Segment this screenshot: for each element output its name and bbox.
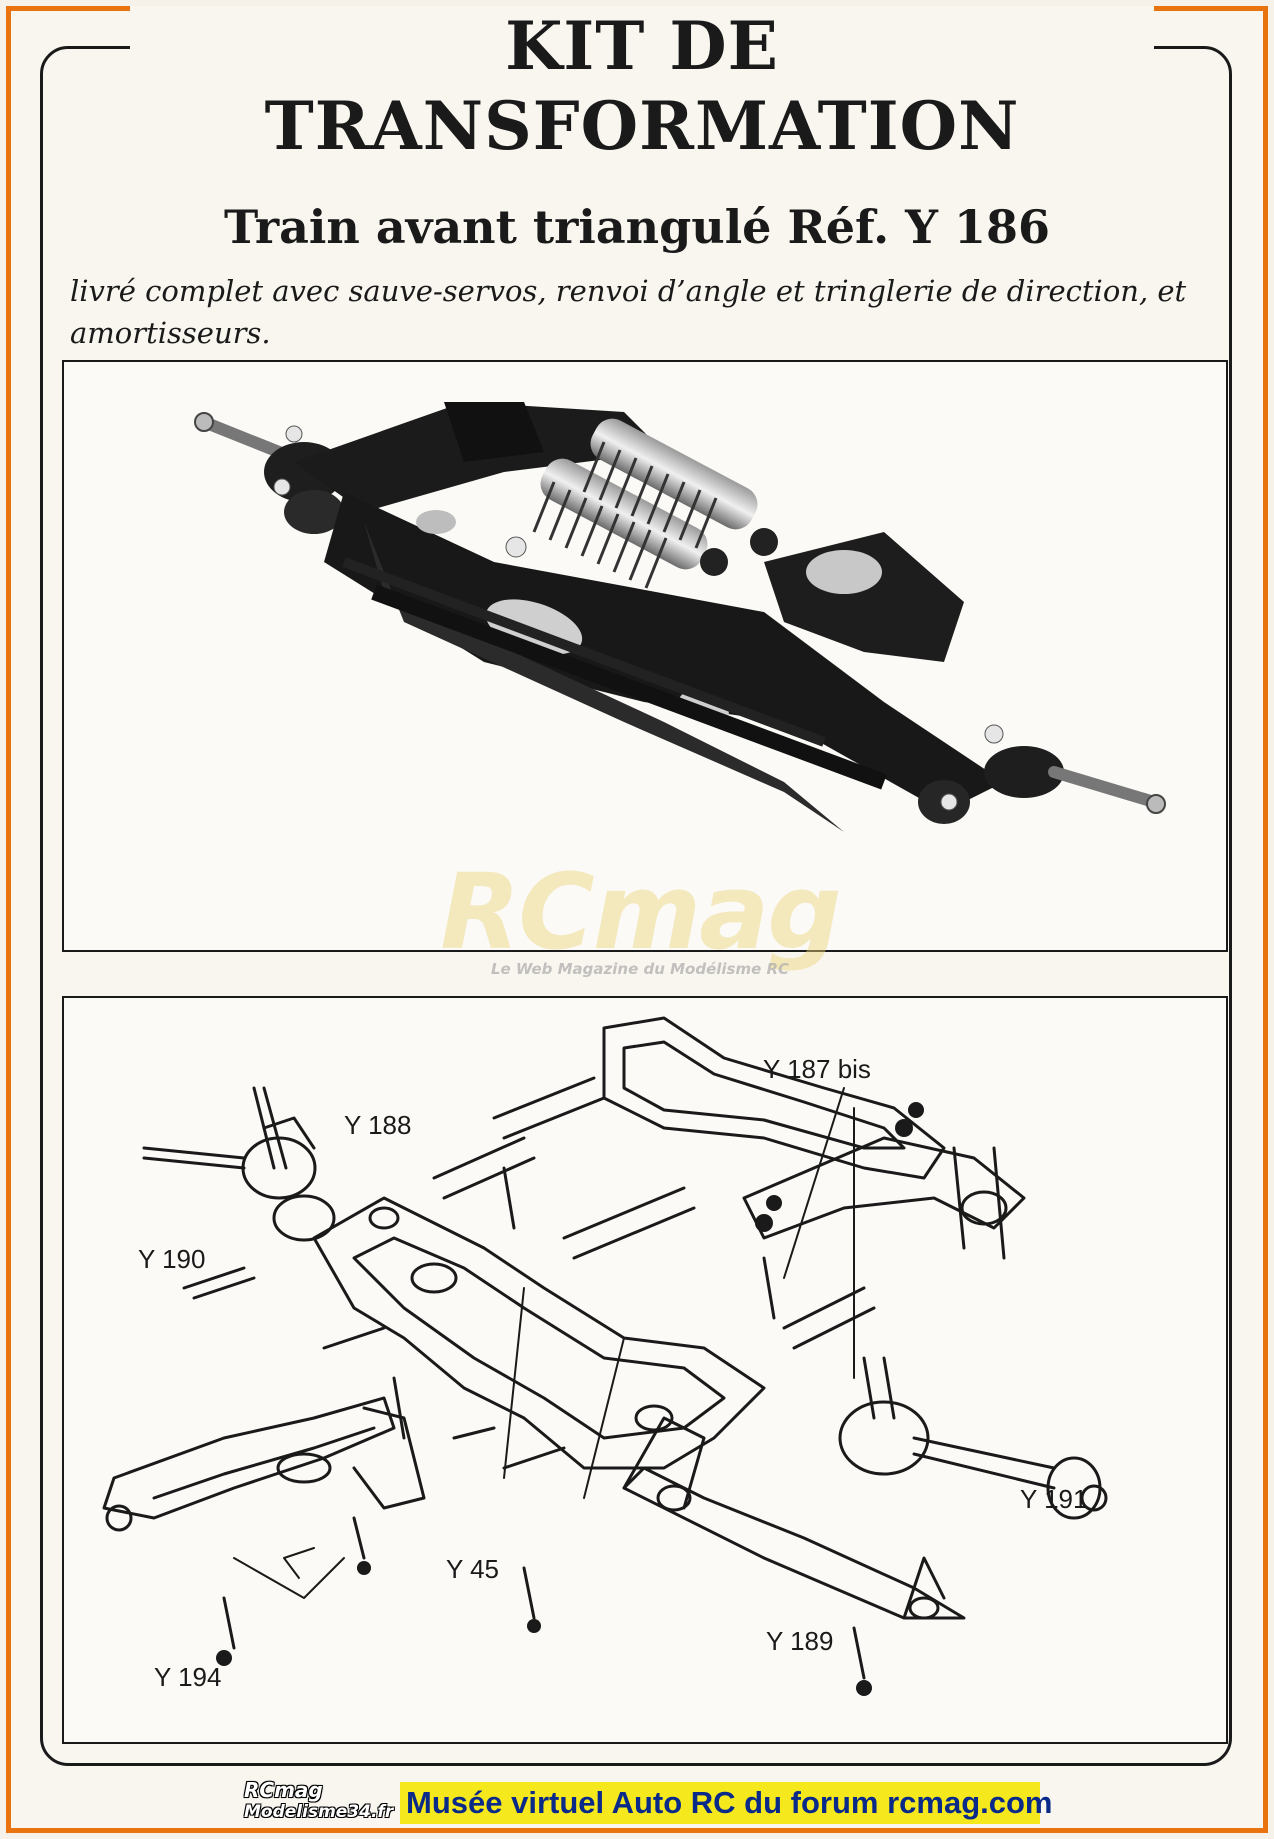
label-y188: Y 188 (344, 1110, 412, 1140)
label-y45: Y 45 (446, 1554, 500, 1584)
footer-caption: Musée virtuel Auto RC du forum rcmag.com (400, 1782, 1053, 1824)
label-y194: Y 194 (154, 1662, 222, 1692)
label-y190: Y 190 (138, 1244, 206, 1274)
label-y187bis: Y 187 bis (763, 1054, 871, 1084)
shock-absorbers (532, 418, 778, 589)
label-y189: Y 189 (766, 1626, 834, 1656)
exploded-diagram (62, 996, 1228, 1744)
page-title: KIT DE TRANSFORMATION (130, 6, 1154, 165)
product-subtitle: Train avant triangulé Réf. Y 186 (223, 200, 1051, 254)
exploded-view-drawing (102, 1016, 1108, 1696)
rcmag-watermark: RCmag Le Web Magazine du Modélisme RC (400, 860, 880, 980)
product-photo (62, 360, 1228, 952)
footer-logo-line2: Modelisme34.fr (244, 1802, 394, 1822)
watermark-tagline: Le Web Magazine du Modélisme RC (490, 960, 790, 978)
label-y191: Y 191 (1020, 1484, 1088, 1514)
watermark-logo: RCmag (440, 851, 841, 973)
footer-logo-line1: RCmag (244, 1778, 323, 1802)
product-description: livré complet avec sauve-servos, renvoi … (70, 274, 1187, 350)
footer-logo: RCmag Modelisme34.fr (240, 1778, 400, 1826)
front-axle-photo-illustration (194, 402, 1166, 832)
